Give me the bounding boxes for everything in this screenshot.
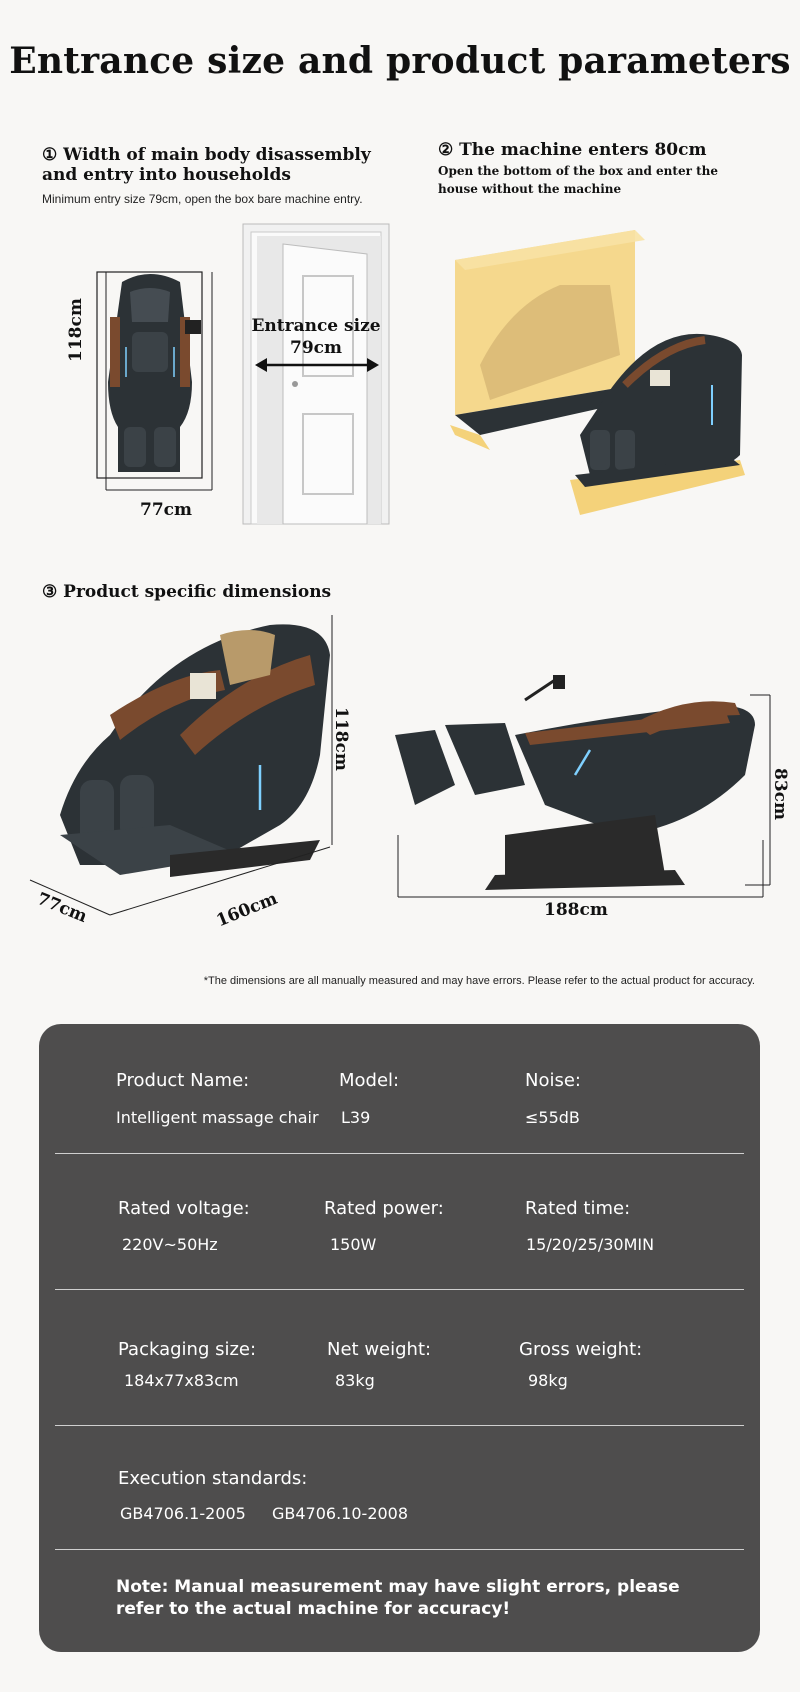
parameters-panel: Product Name: Intelligent massage chair … bbox=[39, 1024, 760, 1652]
chair-front-illustration bbox=[96, 271, 213, 491]
param-divider bbox=[55, 1549, 744, 1550]
param-label-rated-voltage: Rated voltage: bbox=[118, 1198, 250, 1219]
section1-description: Minimum entry size 79cm, open the box ba… bbox=[42, 192, 363, 206]
param-note: Note: Manual measurement may have slight… bbox=[116, 1577, 680, 1619]
param-label-rated-power: Rated power: bbox=[324, 1198, 444, 1219]
param-divider bbox=[55, 1425, 744, 1426]
param-divider bbox=[55, 1289, 744, 1290]
section2-heading: ② The machine enters 80cm bbox=[438, 140, 707, 160]
param-label-net-weight: Net weight: bbox=[327, 1339, 432, 1360]
param-label-model: Model: bbox=[339, 1070, 400, 1091]
recline-height-label: 83cm bbox=[770, 768, 790, 820]
param-label-execution-standards: Execution standards: bbox=[118, 1468, 308, 1489]
param-value-rated-voltage: 220V~50Hz bbox=[122, 1235, 218, 1254]
dimensions-disclaimer: *The dimensions are all manually measure… bbox=[203, 975, 755, 987]
front-width-label: 77cm bbox=[140, 500, 192, 520]
param-value-rated-time: 15/20/25/30MIN bbox=[526, 1235, 655, 1254]
chair-perspective-illustration bbox=[29, 615, 333, 916]
param-value-product-name: Intelligent massage chair bbox=[116, 1108, 319, 1127]
front-height-label: 118cm bbox=[66, 298, 86, 362]
door-illustration bbox=[242, 223, 390, 525]
param-value-gross-weight: 98kg bbox=[528, 1371, 568, 1390]
param-value-model: L39 bbox=[341, 1108, 371, 1127]
section3-heading: ③ Product specific dimensions bbox=[42, 582, 332, 602]
param-value-noise: ≤55dB bbox=[525, 1108, 580, 1127]
param-label-packaging-size: Packaging size: bbox=[118, 1339, 257, 1360]
recline-length-label: 188cm bbox=[544, 900, 608, 920]
param-divider bbox=[55, 1153, 744, 1154]
param-value-standard-1: GB4706.1-2005 bbox=[120, 1504, 246, 1523]
section2-description: Open the bottom of the box and enter the… bbox=[438, 164, 718, 196]
chair-recline-illustration bbox=[395, 675, 771, 898]
param-label-noise: Noise: bbox=[525, 1070, 581, 1091]
section1-heading: ① Width of main body disassembly and ent… bbox=[42, 145, 371, 185]
param-label-rated-time: Rated time: bbox=[525, 1198, 631, 1219]
param-label-gross-weight: Gross weight: bbox=[519, 1339, 643, 1360]
box-entry-illustration bbox=[450, 230, 745, 515]
door-label-line2: 79cm bbox=[290, 338, 342, 358]
param-label-product-name: Product Name: bbox=[116, 1070, 250, 1091]
param-value-packaging-size: 184x77x83cm bbox=[124, 1371, 239, 1390]
param-value-rated-power: 150W bbox=[330, 1235, 377, 1254]
perspective-height-label: 118cm bbox=[331, 707, 351, 771]
param-value-standard-2: GB4706.10-2008 bbox=[272, 1504, 409, 1523]
page-title: Entrance size and product parameters bbox=[9, 40, 791, 82]
param-value-net-weight: 83kg bbox=[335, 1371, 375, 1390]
door-label-line1: Entrance size bbox=[251, 316, 381, 336]
